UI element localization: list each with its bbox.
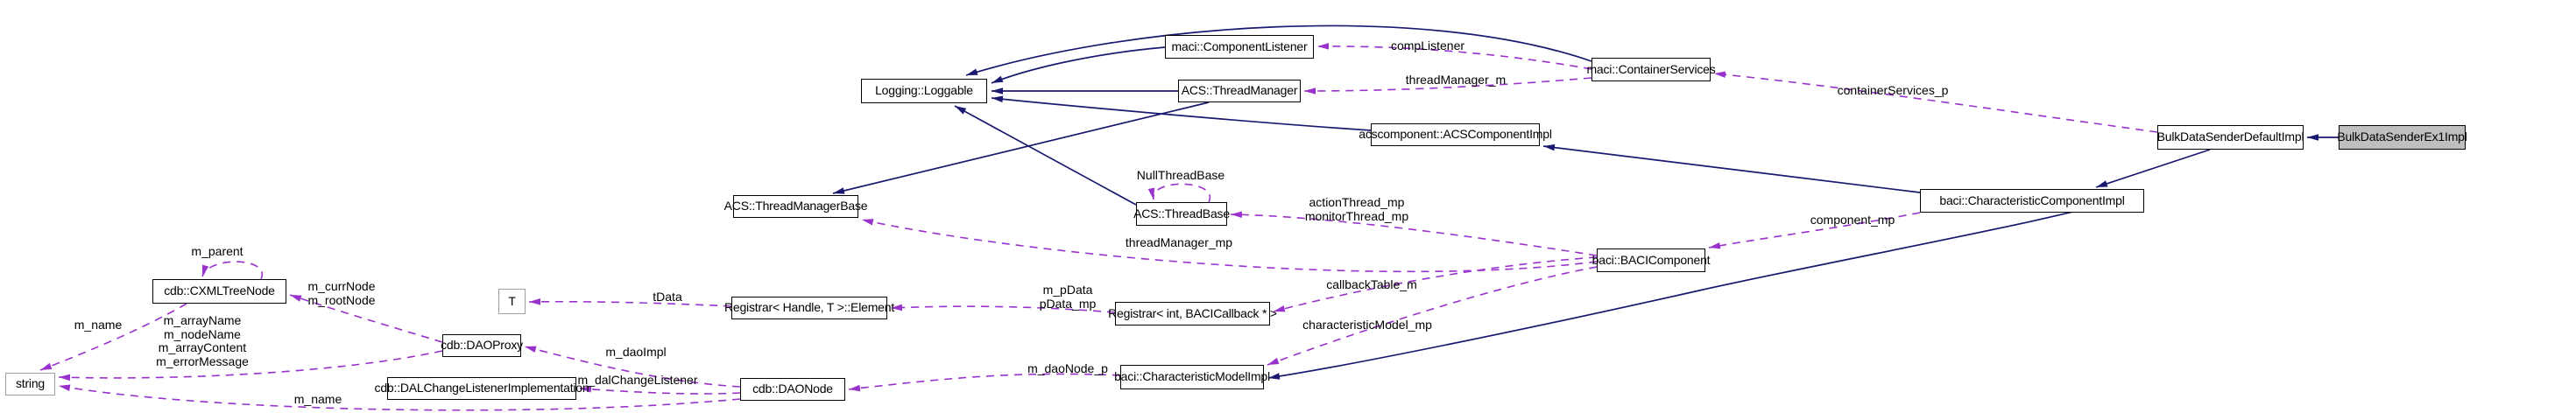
edge-mparent-selfloop [201,261,264,280]
edge-mcurrnode-mrootnode [289,294,443,343]
edge-label-callback-table-m: callbackTable_m [1326,277,1417,291]
edge-tdata [528,298,732,307]
edge-mpdata-pdata-mp [890,304,1116,313]
edge-label-null-thread-base: NullThreadBase [1136,168,1225,182]
edge-label-thread-manager-m: threadManager_m [1405,73,1507,87]
node-component-listener[interactable]: maci::ComponentListener [1165,35,1314,59]
edge-label-daoproxy-string-members: m_arrayName m_nodeName m_arrayContent m_… [156,313,249,368]
edge-label-container-services-p: containerServices_p [1837,83,1949,97]
edge-threadmanager-mp [861,219,1598,273]
node-string[interactable]: string [5,373,55,396]
edge-charcompimpl-to-acscomponentimpl [1542,144,1921,193]
edge-label-m-daoimpl: m_daoImpl [605,345,667,359]
edge-complistener [1316,43,1592,70]
node-t[interactable]: T [498,289,526,314]
node-thread-manager-base[interactable]: ACS::ThreadManagerBase [724,195,868,218]
edge-component-mp [1708,212,1921,249]
edge-nullthreadbase-selfloop [1147,183,1211,203]
node-dal-change-listener-implementation[interactable]: cdb::DALChangeListenerImplementation [375,377,589,400]
edge-label-m-dalchangelistener: m_dalChangeListener [577,373,698,387]
edge-label-m-daonode-p: m_daoNode_p [1027,361,1108,375]
edge-label-characteristic-model-mp: characteristicModel_mp [1302,318,1432,332]
edge-containerservices-to-loggable [965,24,1592,76]
edge-threadmanager-to-threadmanagerbase [832,102,1210,194]
edge-componentlistener-to-loggable [991,46,1166,84]
edge-mdaonode-p [848,373,1121,392]
edge-label-m-currnode-rootnode: m_currNode m_rootNode [307,279,376,307]
edge-containerservices-p [1713,71,2158,133]
edge-charcompimpl-to-charmodelimpl [1267,192,2145,380]
node-cxml-tree-node[interactable]: cdb::CXMLTreeNode [152,279,286,304]
edge-label-m-name-treenode: m_name [74,318,123,332]
edge-mname-daonode-string [58,384,741,411]
node-container-services[interactable]: maci::ContainerServices [1586,58,1716,81]
edge-mdalchangelistener [579,386,741,395]
edge-actionthread-monitorthread-mp [1230,211,1598,256]
edge-daoproxy-string-members [58,350,443,382]
node-registrar-int[interactable]: Registrar< int, BACICallback * > [1108,302,1277,326]
edge-label-m-name-daonode: m_name [293,392,342,406]
edge-label-comp-listener: compListener [1390,38,1465,52]
edge-acscomponentimpl-to-loggable [991,95,1372,131]
node-loggable[interactable]: Logging::Loggable [861,79,987,103]
node-characteristic-model-impl[interactable]: baci::CharacteristicModelImpl [1114,365,1270,389]
edge-threadbase-to-loggable [954,105,1137,206]
edge-mname-treenode-string [39,303,187,371]
node-registrar-element[interactable]: Registrar< Handle, T >::Element [724,297,894,319]
edge-characteristicmodel-mp [1267,266,1598,366]
edge-threadmanager-m [1303,77,1592,94]
node-thread-base[interactable]: ACS::ThreadBase [1133,202,1230,226]
edge-label-m-pdata-pdata-mp: m_pData pData_mp [1039,283,1097,311]
node-dao-proxy[interactable]: cdb::DAOProxy [441,334,523,357]
node-bulk-data-sender-default-impl[interactable]: BulkDataSenderDefaultImpl [2157,125,2304,150]
edge-label-tdata: tData [653,290,682,304]
edge-label-component-mp: component_mp [1810,213,1895,227]
node-baci-component[interactable]: baci::BACIComponent [1592,248,1711,272]
node-bulk-data-sender-ex1-impl[interactable]: BulkDataSenderEx1Impl [2337,125,2467,150]
edge-label-thread-manager-mp: threadManager_mp [1125,235,1233,249]
edge-label-m-parent: m_parent [191,244,243,258]
edge-label-action-monitor-thread-mp: actionThread_mp monitorThread_mp [1304,195,1409,223]
node-acs-component-impl[interactable]: acscomponent::ACSComponentImpl [1359,123,1552,146]
node-thread-manager[interactable]: ACS::ThreadManager [1178,80,1301,102]
edge-callbacktable-m [1273,256,1598,312]
node-characteristic-component-impl[interactable]: baci::CharacteristicComponentImpl [1920,189,2144,213]
edge-bulkdefault-to-charcompimpl [2095,149,2211,188]
node-dao-node[interactable]: cdb::DAONode [740,378,845,401]
